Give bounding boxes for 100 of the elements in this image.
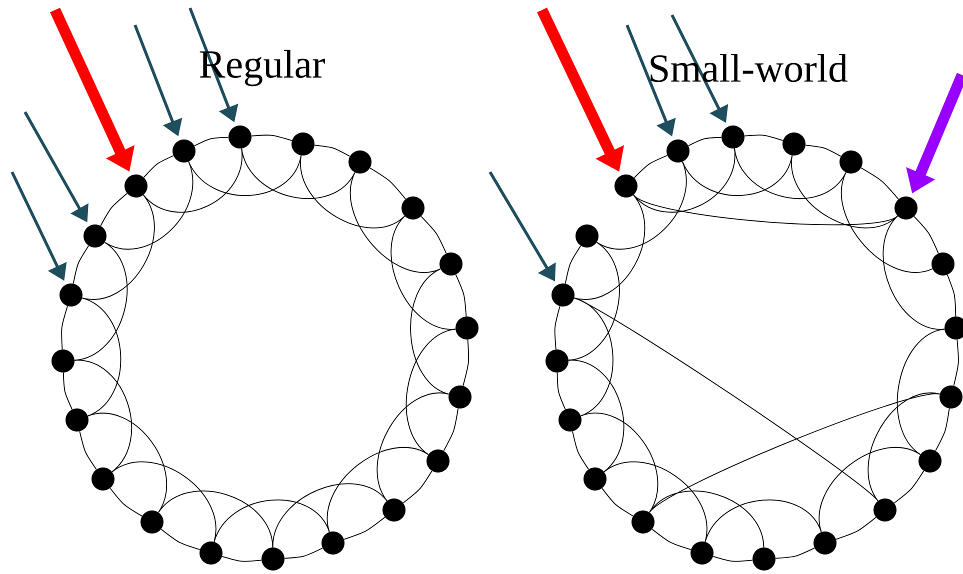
network-node bbox=[918, 450, 942, 472]
network-node bbox=[440, 252, 462, 276]
network-node bbox=[874, 498, 896, 522]
network-link bbox=[894, 470, 924, 504]
network-link bbox=[633, 194, 898, 226]
network-node bbox=[584, 468, 606, 490]
network-link bbox=[160, 528, 200, 550]
network-node bbox=[546, 350, 568, 372]
network-link bbox=[688, 136, 722, 146]
network-link bbox=[455, 274, 467, 317]
network-link bbox=[443, 408, 459, 452]
network-link bbox=[634, 155, 668, 178]
network-node bbox=[84, 224, 106, 248]
network-node bbox=[722, 126, 744, 148]
network-node bbox=[944, 316, 963, 340]
network-link bbox=[272, 483, 388, 548]
network-node bbox=[894, 196, 918, 220]
network-link bbox=[82, 194, 155, 300]
network-node bbox=[348, 150, 372, 174]
network-link bbox=[406, 328, 456, 455]
network-node bbox=[402, 196, 424, 220]
network-link bbox=[410, 268, 450, 395]
network-link bbox=[602, 488, 634, 516]
network-link bbox=[604, 462, 708, 542]
network-node bbox=[552, 284, 574, 306]
network-link bbox=[284, 548, 323, 559]
network-node bbox=[52, 350, 74, 372]
network-link bbox=[568, 242, 620, 361]
network-link bbox=[734, 148, 846, 199]
network-link bbox=[836, 516, 876, 540]
network-node bbox=[172, 140, 196, 162]
network-link bbox=[82, 298, 122, 416]
network-link bbox=[370, 168, 406, 200]
network-node bbox=[92, 468, 114, 490]
network-link bbox=[652, 528, 692, 550]
network-link bbox=[744, 134, 784, 141]
network-link bbox=[682, 155, 793, 196]
network-link bbox=[556, 372, 566, 410]
network-link bbox=[818, 447, 921, 532]
network-link bbox=[188, 155, 302, 196]
network-node bbox=[456, 316, 478, 340]
network-link bbox=[572, 430, 589, 470]
network-link bbox=[142, 148, 242, 213]
network-node bbox=[200, 542, 222, 564]
network-link bbox=[62, 372, 73, 410]
network-link bbox=[841, 172, 933, 273]
network-link bbox=[88, 412, 167, 513]
network-link bbox=[376, 392, 450, 502]
network-link bbox=[112, 462, 216, 542]
network-link bbox=[194, 136, 229, 146]
network-link bbox=[935, 408, 950, 452]
network-node bbox=[752, 548, 776, 570]
network-link bbox=[143, 155, 174, 178]
network-link bbox=[222, 556, 262, 562]
network-link bbox=[251, 134, 292, 141]
network-link bbox=[241, 148, 356, 199]
network-link bbox=[554, 306, 560, 350]
network-link bbox=[633, 148, 735, 213]
network-link bbox=[897, 328, 945, 455]
network-link bbox=[72, 245, 90, 284]
network-node bbox=[940, 386, 962, 408]
network-node bbox=[576, 224, 598, 248]
network-link bbox=[805, 144, 842, 157]
network-link bbox=[74, 242, 128, 361]
network-link bbox=[775, 548, 815, 559]
network-link bbox=[61, 306, 68, 350]
network-node bbox=[558, 408, 582, 432]
network-node bbox=[782, 132, 806, 156]
network-link bbox=[402, 470, 432, 504]
network-node bbox=[66, 408, 88, 432]
network-link bbox=[104, 161, 194, 250]
network-link bbox=[462, 339, 470, 386]
network-node bbox=[426, 450, 450, 472]
network-link bbox=[344, 516, 386, 540]
network-node bbox=[840, 150, 862, 174]
network-node bbox=[292, 132, 314, 156]
network-link bbox=[326, 446, 429, 532]
network-node bbox=[690, 542, 714, 564]
network-node bbox=[666, 140, 690, 162]
network-link bbox=[564, 245, 582, 284]
network-link bbox=[914, 216, 939, 254]
network-link bbox=[946, 274, 956, 317]
network-node bbox=[124, 174, 148, 198]
network-link bbox=[712, 556, 753, 562]
network-node bbox=[140, 510, 164, 534]
network-link bbox=[158, 490, 274, 548]
network-node bbox=[262, 548, 284, 570]
network-link bbox=[574, 298, 878, 502]
network-link bbox=[574, 194, 646, 300]
network-link bbox=[79, 430, 97, 470]
network-node bbox=[60, 284, 82, 306]
network-link bbox=[314, 144, 350, 157]
network-link bbox=[214, 500, 330, 542]
network-link bbox=[420, 216, 447, 254]
network-node bbox=[932, 252, 954, 276]
network-node bbox=[814, 532, 836, 554]
network-link bbox=[100, 193, 128, 226]
network-link bbox=[110, 488, 142, 517]
network-link bbox=[350, 172, 441, 273]
network-node bbox=[228, 126, 252, 148]
